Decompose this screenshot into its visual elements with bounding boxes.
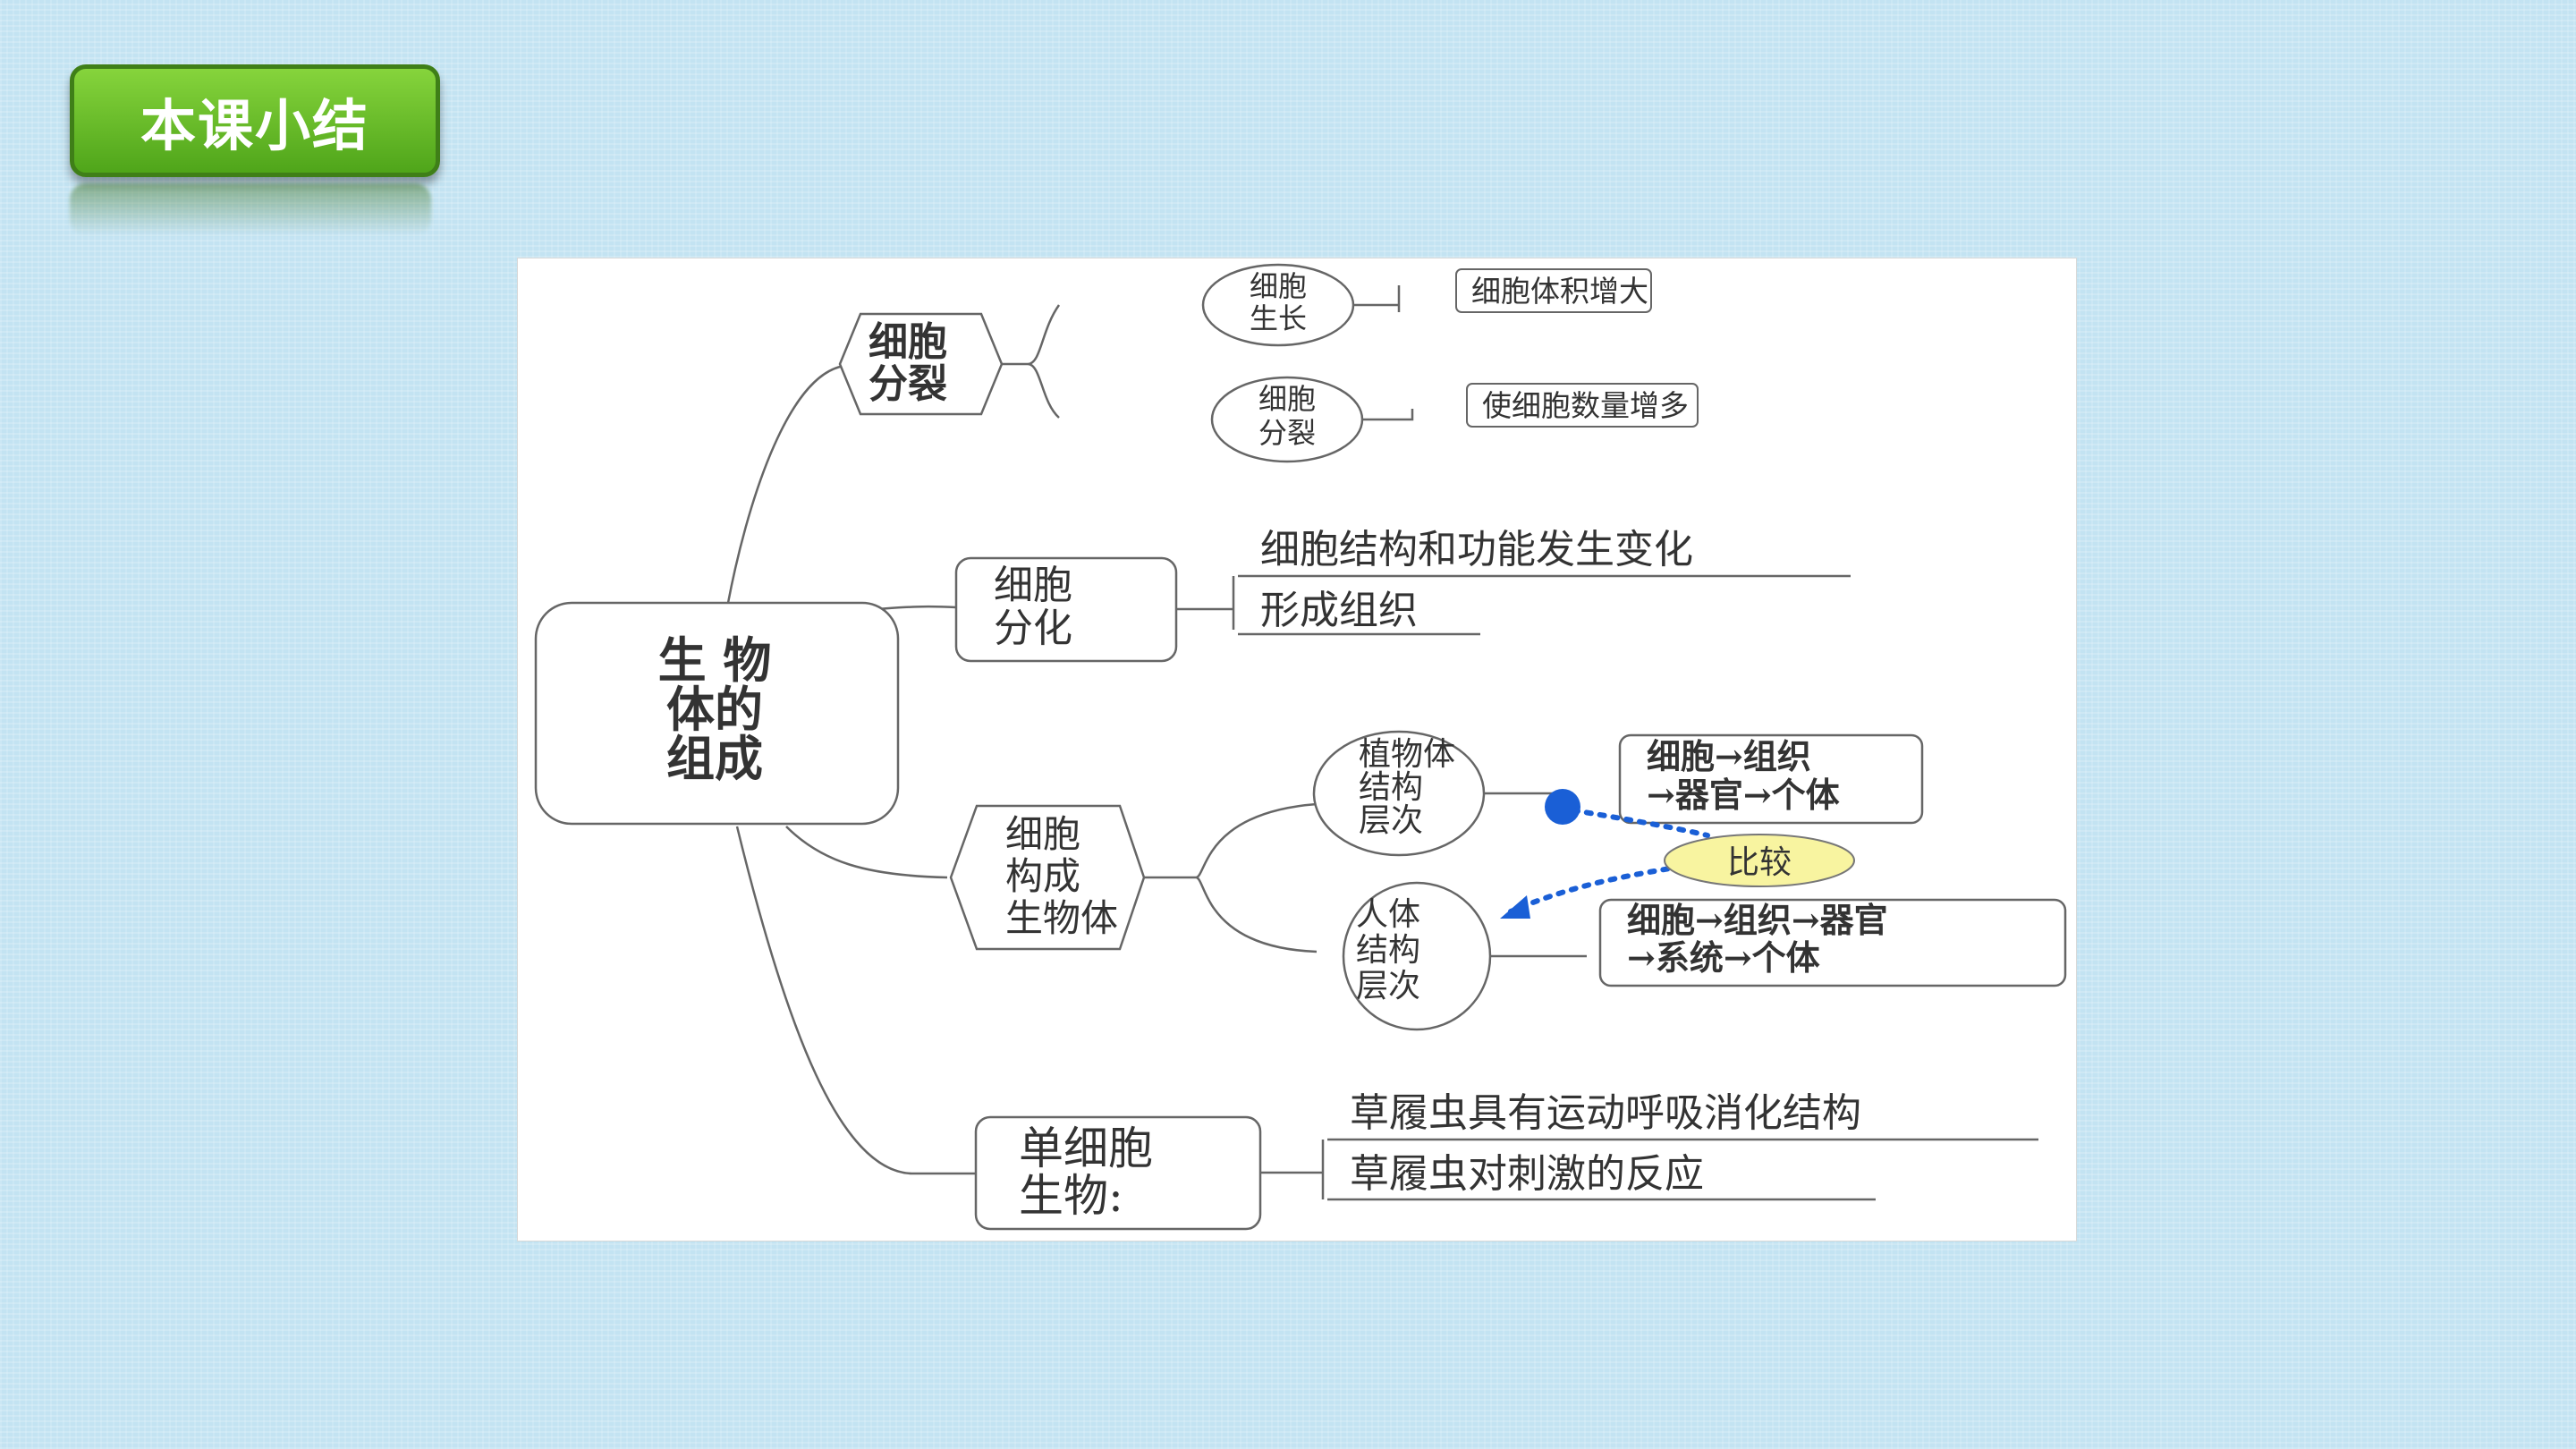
plant-structure-label-2: 结构	[1359, 769, 1423, 806]
branch2-desc2: 形成组织	[1260, 588, 1418, 633]
root-node	[534, 601, 900, 826]
branch1-label-1: 细胞	[869, 319, 947, 365]
compare-node	[1664, 834, 1855, 887]
branch1-sub2-label-2: 分裂	[1258, 416, 1316, 450]
branch3-label-1: 细胞	[1005, 812, 1080, 856]
connector-root-branch2	[875, 605, 957, 611]
branch1-sub2-desc-box	[1466, 383, 1699, 428]
lesson-summary-title: 本课小结	[140, 93, 369, 158]
compare-start-dot	[1545, 789, 1580, 825]
branch3-label-3: 生物体	[1005, 896, 1118, 940]
plant-structure-label-3: 层次	[1359, 802, 1423, 839]
human-desc-1: 细胞→组织→器官	[1627, 900, 1888, 940]
plant-structure-label-1: 植物体	[1359, 736, 1455, 773]
branch1-sub1-desc-box	[1455, 268, 1652, 313]
branch1-sub1-label-1: 细胞	[1250, 269, 1307, 303]
plant-desc-2: →器官→个体	[1647, 775, 1840, 815]
branch2-desc1: 细胞结构和功能发生变化	[1260, 527, 1693, 572]
compare-dotted-link	[1508, 808, 1710, 914]
connector-branch3-subs	[1144, 802, 1318, 953]
branch1-label-2: 分裂	[869, 361, 947, 407]
human-desc-2: →系统→个体	[1627, 937, 1820, 978]
mind-map-diagram: 生 物 体的 组成 细胞 分裂 细胞 生长 细胞体积增大 细胞 分裂 使细胞数量…	[534, 263, 2067, 1231]
plant-desc-1: 细胞→组织	[1647, 736, 1811, 776]
connector-root-branch3	[785, 826, 948, 879]
badge-reflection	[70, 183, 431, 235]
connector-sub2-desc	[1362, 409, 1414, 421]
human-structure-label-3: 层次	[1356, 968, 1420, 1004]
branch3-label-2: 构成	[1005, 854, 1080, 898]
branch4-label-1: 单细胞	[1019, 1123, 1153, 1174]
mind-map-panel: 生 物 体的 组成 细胞 分裂 细胞 生长 细胞体积增大 细胞 分裂 使细胞数量…	[517, 258, 2077, 1241]
plant-desc-box	[1618, 733, 1924, 825]
root-label-2: 体的	[666, 681, 763, 738]
root-label-1: 生 物	[658, 631, 772, 689]
human-structure-label-2: 结构	[1356, 932, 1420, 969]
branch2-label-2: 分化	[994, 606, 1072, 651]
human-structure-label-1: 人体	[1356, 896, 1420, 933]
branch1-sub2-desc: 使细胞数量增多	[1482, 388, 1689, 423]
connector-branch1-subs	[1002, 304, 1061, 419]
compare-arrow-icon	[1500, 895, 1530, 919]
compare-label: 比较	[1727, 844, 1792, 881]
connector-root-branch4	[735, 826, 976, 1175]
branch4-label-2: 生物:	[1019, 1170, 1123, 1222]
branch2-label-1: 细胞	[994, 563, 1072, 608]
root-label-3: 组成	[666, 730, 763, 787]
human-desc-box	[1598, 898, 2067, 987]
connector-sub1-desc	[1353, 285, 1401, 312]
lesson-summary-badge: 本课小结	[70, 64, 440, 177]
connector-branch4-descs	[1260, 1140, 1325, 1199]
branch1-sub2-label-1: 细胞	[1258, 382, 1316, 416]
connector-root-branch1	[726, 364, 860, 604]
branch1-sub1-label-2: 生长	[1250, 301, 1307, 335]
branch4-desc2: 草履虫对刺激的反应	[1350, 1151, 1704, 1197]
branch4-desc1: 草履虫具有运动呼吸消化结构	[1350, 1090, 1861, 1136]
branch1-sub1-desc: 细胞体积增大	[1471, 274, 1648, 309]
connector-branch2-descs	[1176, 576, 1235, 630]
